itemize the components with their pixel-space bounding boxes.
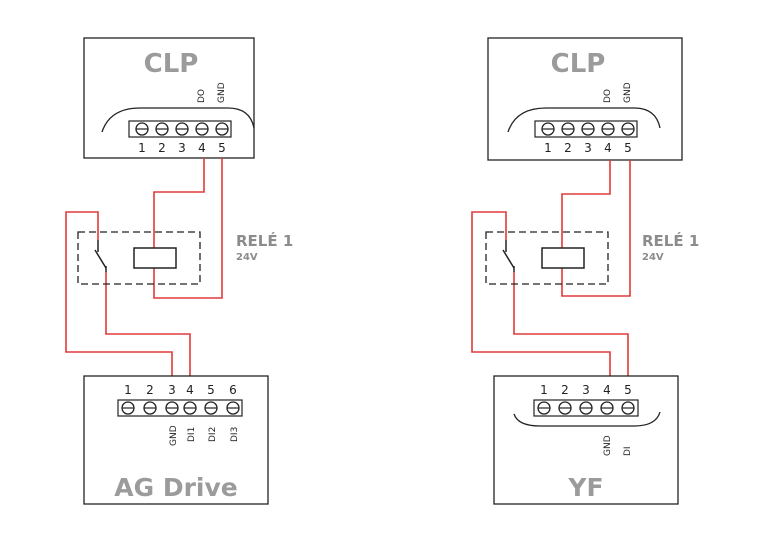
left-relay-housing [77,231,201,285]
right-device-title: YF [567,473,603,502]
right-device-pin-di: DI [623,446,633,456]
left-wires [65,158,223,376]
left-plc-pin-label-do: DO [197,89,207,103]
left-device-terminal-block [117,399,243,417]
left-plc-terminal-2: 2 [158,141,166,155]
left-device-screws [121,401,240,415]
relay-coil-icon [133,247,177,269]
right-wire-do-to-coil [561,160,611,248]
right-relay-voltage: 24V [642,252,664,263]
right-device-terminal-4: 4 [603,383,611,397]
right-plc-screws [541,122,635,136]
relay-switch-icon [94,249,107,269]
left-device-terminal-2: 2 [146,383,154,397]
left-device-terminal-6: 6 [229,383,237,397]
right-device-frame [493,375,679,505]
right-plc-title: CLP [551,49,606,79]
right-device-pin-gnd: GND [603,435,613,456]
left-device-pin-di3: DI3 [230,427,240,442]
left-device-terminal-4: 4 [186,383,194,397]
right-device-terminal-1: 1 [540,383,548,397]
right-wires [471,160,631,376]
right-plc-terminal-5: 5 [624,141,632,155]
left-plc-terminal-4: 4 [198,141,206,155]
right-device-terminal-3: 3 [582,383,590,397]
right-device-screws [537,401,635,415]
left-plc-terminal-5: 5 [218,141,226,155]
left-wire-contact-a [65,211,173,376]
left-wire-contact-b [105,272,191,376]
right-plc-box: CLP DO GND 1 2 3 4 5 [487,37,683,161]
right-diagram: CLP DO GND 1 2 3 4 5 [471,37,699,505]
right-device-terminal-2: 2 [561,383,569,397]
right-plc-pin-label-gnd: GND [623,82,633,103]
left-relay-voltage: 24V [236,252,258,263]
right-device-connector-arc [513,411,661,427]
right-plc-terminal-1: 1 [544,141,552,155]
left-wire-do-to-coil [153,158,205,248]
right-plc-terminal-2: 2 [564,141,572,155]
right-relay-name: RELÉ 1 [642,231,699,250]
left-relay: RELÉ 1 24V [77,231,293,285]
left-plc-frame [83,37,255,159]
right-plc-terminal-3: 3 [584,141,592,155]
left-device-terminal-5: 5 [207,383,215,397]
left-relay-name: RELÉ 1 [236,231,293,250]
left-wire-gnd-to-coil [153,158,223,299]
relay-switch-icon [502,249,515,269]
right-relay: RELÉ 1 24V [485,231,699,285]
right-wire-contact-a [471,211,611,376]
left-diagram: CLP DO GND 1 2 3 4 5 [65,37,293,505]
right-wire-gnd-to-coil [561,160,631,297]
left-device-box: 1 2 3 4 5 6 GND DI1 DI2 DI3 AG Drive [83,375,269,505]
left-plc-terminal-1: 1 [138,141,146,155]
left-plc-connector-arc [101,107,255,133]
right-wire-contact-b [513,272,629,376]
right-plc-pin-label-do: DO [603,89,613,103]
right-device-box: 1 2 3 4 5 GND DI YF [493,375,679,505]
left-plc-pin-label-gnd: GND [217,82,227,103]
relay-coil-icon [541,247,585,269]
left-plc-screws [135,122,229,136]
left-plc-box: CLP DO GND 1 2 3 4 5 [83,37,255,159]
left-device-pin-gnd: GND [169,425,179,446]
right-plc-terminal-4: 4 [604,141,612,155]
right-plc-frame [487,37,683,161]
left-device-terminal-1: 1 [124,383,132,397]
left-device-pin-di1: DI1 [187,427,197,442]
right-relay-housing [485,231,609,285]
left-device-terminal-3: 3 [168,383,176,397]
left-plc-terminal-3: 3 [178,141,186,155]
left-plc-title: CLP [144,49,199,79]
left-device-title: AG Drive [114,473,237,502]
right-device-terminal-5: 5 [624,383,632,397]
right-plc-connector-arc [507,107,661,133]
left-device-frame [83,375,269,505]
left-device-pin-di2: DI2 [208,427,218,442]
